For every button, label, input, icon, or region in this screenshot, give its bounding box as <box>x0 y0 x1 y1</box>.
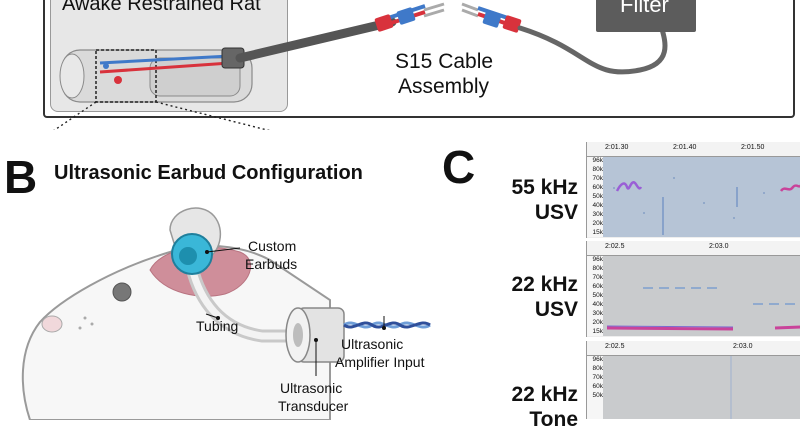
panel-c-letter: C <box>442 141 476 193</box>
time-tick: 2:02.5 <box>605 243 625 250</box>
freq-tick: 30k <box>592 310 603 317</box>
panel-a-frame <box>43 0 795 118</box>
freq-tick: 60k <box>592 283 603 290</box>
freq-tick: 15k <box>592 328 603 335</box>
freq-tick: 70k <box>592 374 603 381</box>
rat-earbud-illustration <box>21 207 431 420</box>
usv-22khz-call-2 <box>774 325 800 330</box>
freq-tick: 40k <box>592 301 603 308</box>
freq-tick: 50k <box>592 392 603 399</box>
amplifier-input-label-line2: Amplifier Input <box>335 354 425 370</box>
spectrogram-1-time-ruler: 2:01.30 2:01.40 2:01.50 <box>587 142 800 157</box>
awake-restrained-rat-label: Awake Restrained Rat <box>62 0 261 15</box>
freq-tick: 60k <box>592 184 603 191</box>
spectrogram-2-time-ruler: 2:02.5 2:03.0 <box>587 241 800 256</box>
freq-tick: 20k <box>592 319 603 326</box>
freq-tick: 50k <box>592 193 603 200</box>
freq-tick: 60k <box>592 383 603 390</box>
zoom-line-right <box>155 101 270 130</box>
time-tick: 2:02.5 <box>605 343 625 350</box>
panel-b-title: Ultrasonic Earbud Configuration <box>54 162 363 184</box>
s15-cable-right <box>517 17 668 75</box>
usv-55khz-call-2 <box>779 184 800 192</box>
freq-tick: 96k <box>592 356 603 363</box>
spectrogram-3-freq-axis: 96k 80k 70k 60k 50k <box>587 356 603 419</box>
freq-tick: 80k <box>592 166 603 173</box>
spectrogram-1-plot <box>603 157 800 237</box>
s15-cable-left <box>235 17 397 63</box>
freq-tick: 20k <box>592 220 603 227</box>
freq-tick: 30k <box>592 211 603 218</box>
tubing-label: Tubing <box>196 318 239 334</box>
transducer-label-line1: Ultrasonic <box>280 380 343 396</box>
rat-eye <box>112 282 132 302</box>
usv-55khz-call-1 <box>615 181 643 192</box>
spectrogram-2-plot <box>603 256 800 336</box>
freq-tick: 15k <box>592 229 603 236</box>
zoom-box <box>95 49 157 103</box>
freq-tick: 70k <box>592 175 603 182</box>
freq-tick: 80k <box>592 365 603 372</box>
time-tick: 2:01.50 <box>741 144 765 151</box>
amplifier-input-label-line1: Ultrasonic <box>341 336 404 352</box>
time-tick: 2:01.30 <box>605 144 629 151</box>
custom-earbuds-label-line2: Earbuds <box>245 256 298 272</box>
time-tick: 2:01.40 <box>673 144 697 151</box>
spectrogram-2: 2:02.5 2:03.0 96k 80k 70k 60k 50k 40k 30… <box>586 241 800 337</box>
freq-tick: 96k <box>592 157 603 164</box>
time-tick: 2:03.0 <box>733 343 753 350</box>
freq-tick: 50k <box>592 292 603 299</box>
spectrogram-1-label-line2: USV <box>534 201 578 224</box>
freq-tick: 96k <box>592 256 603 263</box>
rat-nose <box>41 315 63 333</box>
spectrogram-2-label-line1: 22 kHz <box>511 273 578 296</box>
spectrogram-3-time-ruler: 2:02.5 2:03.0 <box>587 341 800 356</box>
panel-b-letter: B <box>4 151 38 203</box>
amplifier-cable-blue <box>343 321 431 329</box>
spectrogram-3: 2:02.5 2:03.0 96k 80k 70k 60k 50k <box>586 341 800 419</box>
freq-tick: 40k <box>592 202 603 209</box>
spectrogram-3-label-line2: Tone <box>529 408 578 431</box>
custom-earbuds-label-line1: Custom <box>248 238 297 254</box>
freq-tick: 80k <box>592 265 603 272</box>
s15-cable-label-line1: S15 Cable <box>395 50 494 73</box>
freq-tick: 70k <box>592 274 603 281</box>
transducer-label-line2: Transducer <box>278 398 349 414</box>
filter-box <box>596 0 696 32</box>
spectrogram-1-freq-axis: 96k 80k 70k 60k 50k 40k 30k 20k 15k <box>587 157 603 237</box>
spectrogram-1: 2:01.30 2:01.40 2:01.50 96k 80k 70k 60k … <box>586 142 800 238</box>
ultrasonic-transducer <box>285 307 345 363</box>
right-connector <box>461 2 522 33</box>
usv-22khz-call-1 <box>606 326 734 331</box>
s15-cable-label-line2: Assembly <box>398 75 490 98</box>
time-tick: 2:03.0 <box>709 243 729 250</box>
spectrogram-2-freq-axis: 96k 80k 70k 60k 50k 40k 30k 20k 15k <box>587 256 603 336</box>
spectrogram-3-label-line1: 22 kHz <box>511 383 578 406</box>
rat-head <box>21 244 331 420</box>
spectrogram-2-label-line2: USV <box>534 298 578 321</box>
filter-label: Filter <box>620 0 669 17</box>
spectrogram-1-label-line1: 55 kHz <box>511 176 578 199</box>
left-connector <box>374 2 445 32</box>
spectrogram-3-plot <box>603 356 800 419</box>
zoom-line-left <box>53 101 97 130</box>
panel-a-drawing <box>53 0 696 130</box>
